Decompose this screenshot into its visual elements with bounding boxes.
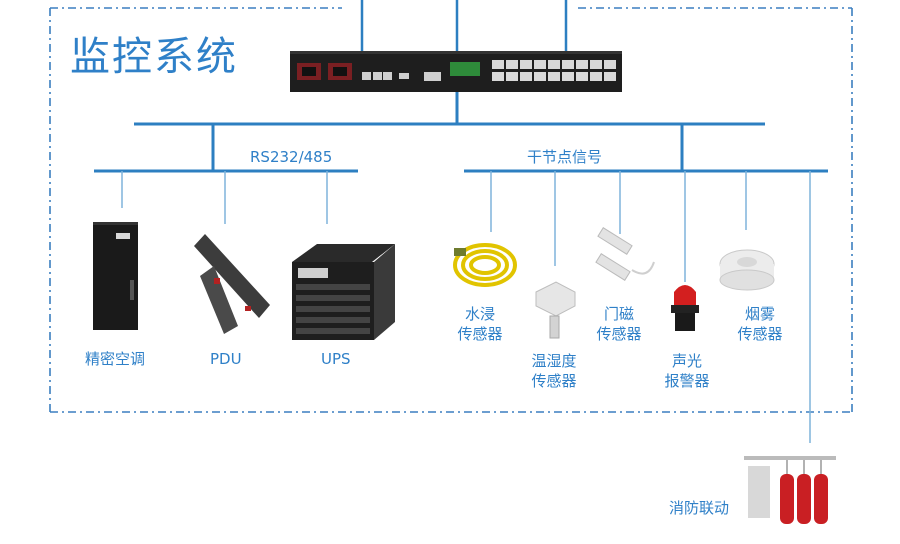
page-title: 监控系统: [70, 34, 238, 80]
bus-lines: [94, 92, 828, 173]
label-pdu: PDU: [210, 350, 242, 368]
label-water-sensor: 水浸 传感器: [457, 305, 503, 343]
water-sensor-image: [453, 243, 517, 287]
door-sensor-image: [595, 227, 655, 281]
label-temp-humidity: 温湿度 传感器: [531, 352, 577, 390]
smoke-detector-image: [719, 249, 775, 291]
label-door-sensor: 门磁 传感器: [596, 305, 642, 343]
uplink-lines: [360, 0, 568, 52]
fire-suppression-image: [744, 456, 836, 524]
label-fire-linkage: 消防联动: [669, 499, 730, 517]
label-ups: UPS: [321, 350, 351, 368]
temp-humidity-image: [535, 281, 576, 339]
label-smoke: 烟雾 传感器: [737, 305, 783, 343]
alarm-light-image: [671, 285, 699, 331]
precision-ac-image: [93, 222, 138, 330]
monitoring-host: [290, 51, 622, 92]
bus-label-dry-contact: 干节点信号: [527, 148, 603, 166]
drop-lines: [121, 171, 811, 443]
label-precision-ac: 精密空调: [85, 350, 146, 368]
bus-label-serial: RS232/485: [250, 148, 333, 166]
label-alarm: 声光 报警器: [664, 352, 710, 390]
ups-image: [292, 244, 395, 340]
system-boundary: [49, 7, 853, 413]
pdu-image: [194, 234, 270, 334]
